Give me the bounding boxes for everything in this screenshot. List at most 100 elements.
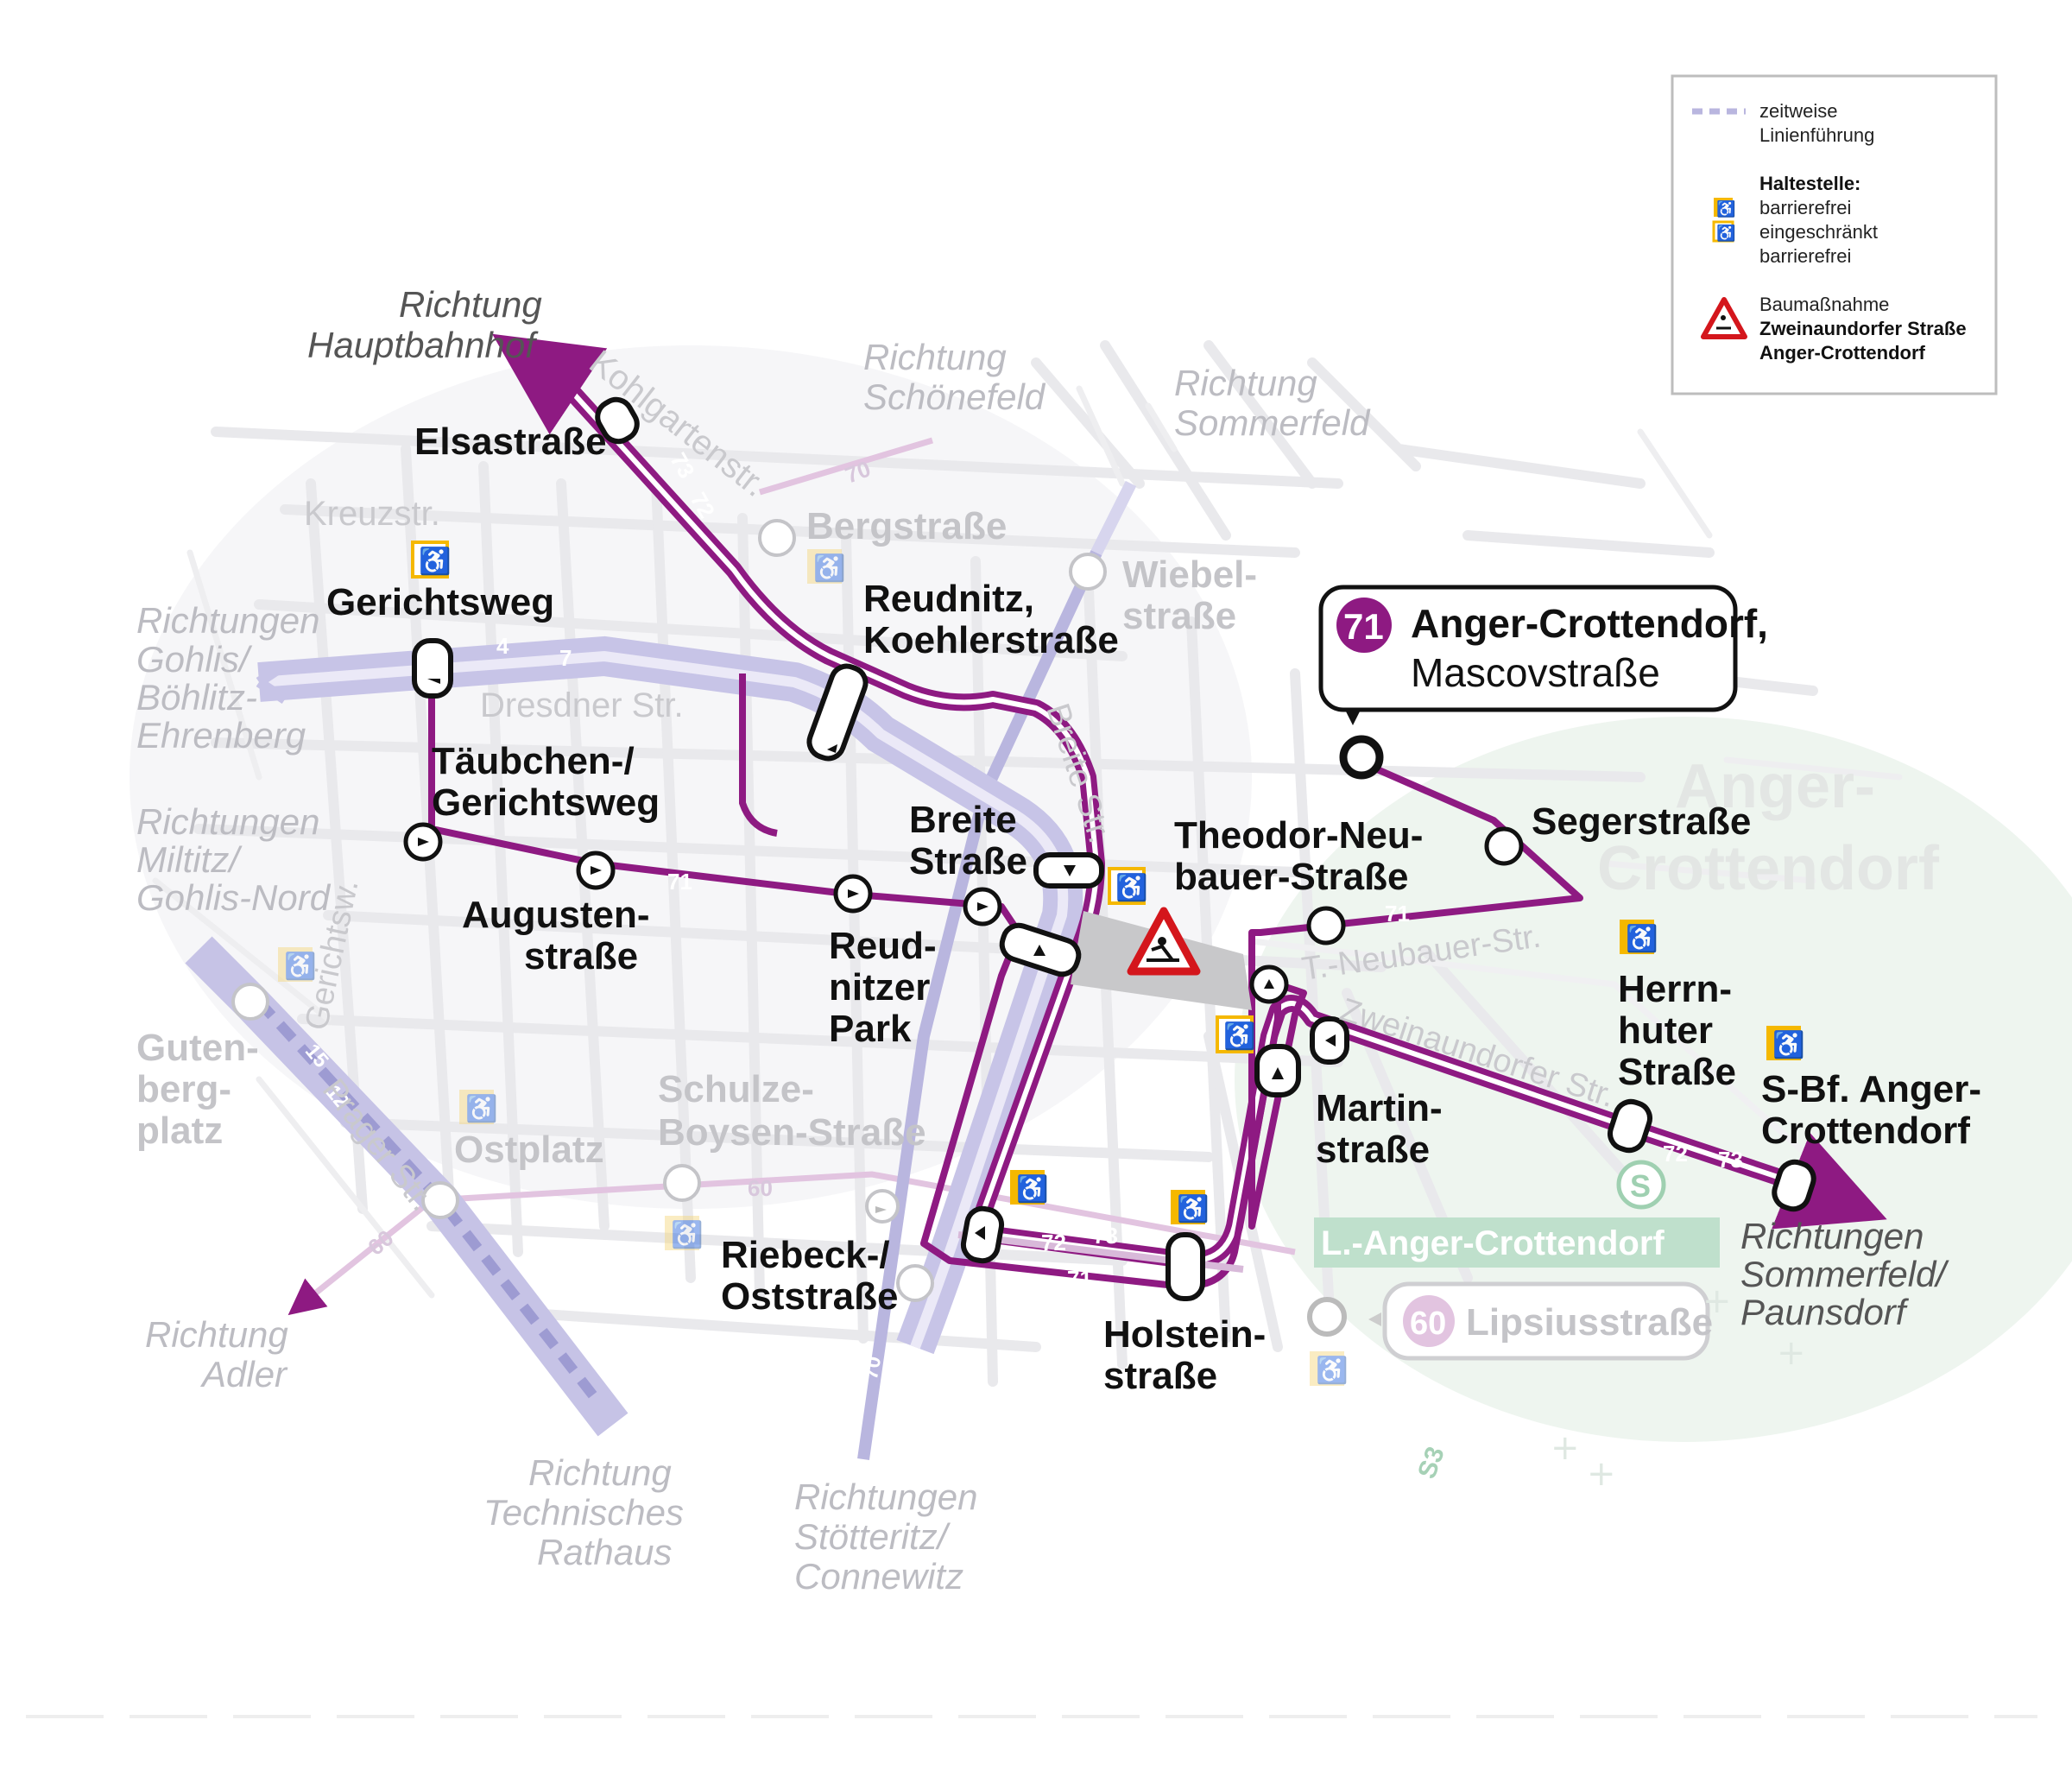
svg-text:60: 60 bbox=[748, 1175, 773, 1201]
svg-text:♿: ♿ bbox=[1177, 1193, 1209, 1224]
svg-text:73: 73 bbox=[1093, 1223, 1118, 1249]
stop-marker-wiebelstrasse bbox=[1069, 553, 1107, 591]
station-sign: L.-Anger-Crottendorf bbox=[1314, 1217, 1720, 1268]
svg-text:Guten-: Guten- bbox=[136, 1027, 259, 1069]
svg-text:Sommerfeld/: Sommerfeld/ bbox=[1740, 1254, 1949, 1294]
wheelchair-limited-icon: ♿ bbox=[1108, 867, 1147, 905]
svg-text:♿: ♿ bbox=[671, 1219, 703, 1249]
stop-marker-sbf[interactable] bbox=[1771, 1158, 1818, 1213]
svg-text:Crottendorf: Crottendorf bbox=[1761, 1110, 1970, 1152]
wheelchair-accessible-icon: ♿ bbox=[1010, 1170, 1048, 1205]
wheelchair-faded-icon: ♿ bbox=[807, 549, 845, 584]
direction-arrows bbox=[418, 679, 1336, 1240]
svg-text:Schönefeld: Schönefeld bbox=[863, 376, 1046, 417]
svg-text:Gohlis-Nord: Gohlis-Nord bbox=[136, 877, 332, 918]
stop-martinstrasse: Martin- bbox=[1316, 1087, 1443, 1129]
svg-text:straße: straße bbox=[1316, 1129, 1430, 1171]
faded-stop-labels: Bergstraße Wiebel- straße Guten- berg- p… bbox=[136, 505, 1257, 1171]
svg-text:Technisches: Technisches bbox=[483, 1492, 684, 1533]
svg-text:♿: ♿ bbox=[465, 1093, 497, 1123]
svg-text:barrierefrei: barrierefrei bbox=[1759, 197, 1851, 218]
legend-construction-icon bbox=[1701, 297, 1747, 339]
stop-labels: Elsastraße Gerichtsweg Täubchen-/ Gerich… bbox=[326, 421, 1981, 1397]
svg-text:L.-Anger-Crottendorf: L.-Anger-Crottendorf bbox=[1321, 1224, 1665, 1262]
other-lines bbox=[287, 437, 1841, 1460]
stop-marker-theodor[interactable] bbox=[1306, 906, 1346, 945]
wheelchair-faded-icon: ♿ bbox=[665, 1216, 703, 1250]
svg-text:71: 71 bbox=[1343, 606, 1384, 647]
svg-text:+: + bbox=[1702, 1281, 1732, 1321]
stop-marker-bergstrasse bbox=[758, 519, 796, 557]
svg-text:Richtung: Richtung bbox=[399, 284, 542, 325]
svg-text:Connewitz: Connewitz bbox=[794, 1556, 963, 1597]
svg-text:Richtung: Richtung bbox=[863, 337, 1007, 377]
stop-riebeck-oststrasse: Riebeck-/ bbox=[721, 1234, 890, 1276]
svg-text:♿: ♿ bbox=[419, 546, 451, 576]
wheelchair-limited-icon: ♿ bbox=[1216, 1015, 1255, 1053]
svg-text:Richtung: Richtung bbox=[1174, 363, 1317, 403]
stop-marker-holsteinstrasse[interactable] bbox=[1166, 1232, 1205, 1301]
district-label: Crottendorf bbox=[1597, 834, 1940, 903]
stop-gerichtsweg: Gerichtsweg bbox=[326, 581, 554, 623]
svg-text:♿: ♿ bbox=[1115, 872, 1147, 902]
svg-text:Richtungen: Richtungen bbox=[136, 801, 319, 842]
svg-text:zeitweise: zeitweise bbox=[1759, 100, 1837, 122]
wheelchair-faded-icon: ♿ bbox=[1310, 1351, 1348, 1386]
stop-marker-elsastrasse[interactable] bbox=[592, 394, 643, 447]
cemetery-crosses: + + + + bbox=[1551, 1281, 1806, 1494]
svg-text:♿: ♿ bbox=[1716, 199, 1735, 218]
stop-marker-schulze-boysen bbox=[663, 1164, 701, 1202]
svg-text:Baumaßnahme: Baumaßnahme bbox=[1759, 294, 1889, 315]
svg-text:71: 71 bbox=[667, 869, 692, 895]
svg-text:nitzer: nitzer bbox=[829, 966, 930, 1009]
svg-text:Ehrenberg: Ehrenberg bbox=[136, 715, 306, 756]
stop-marker-gerichtsweg[interactable] bbox=[412, 638, 453, 699]
svg-text:Schulze-: Schulze- bbox=[658, 1068, 814, 1110]
stop-herrnhuter: Herrn- bbox=[1618, 968, 1732, 1010]
legend: zeitweise Linienführung Haltestelle: ♿ b… bbox=[1671, 74, 1998, 395]
stop-taeubchenweg: Täubchen-/ bbox=[432, 740, 635, 782]
stop-marker-koehlerstrasse[interactable] bbox=[805, 661, 869, 762]
svg-text:Mascovstraße: Mascovstraße bbox=[1411, 650, 1660, 695]
svg-text:eingeschränkt: eingeschränkt bbox=[1759, 221, 1878, 243]
svg-text:Richtung: Richtung bbox=[145, 1314, 288, 1355]
svg-text:berg-: berg- bbox=[136, 1068, 231, 1110]
svg-text:Linienführung: Linienführung bbox=[1759, 124, 1874, 146]
svg-text:S3: S3 bbox=[1412, 1443, 1450, 1483]
destination-callout: 71 Anger-Crottendorf, Mascovstraße bbox=[1318, 585, 1768, 725]
stop-elsastrasse: Elsastraße bbox=[414, 421, 607, 463]
svg-text:♿: ♿ bbox=[1626, 923, 1658, 953]
svg-text:Kreuzstr.: Kreuzstr. bbox=[304, 495, 440, 533]
svg-text:71: 71 bbox=[1067, 1266, 1092, 1292]
svg-text:bauer-Straße: bauer-Straße bbox=[1174, 856, 1408, 898]
stop-marker-gutenbergplatz bbox=[231, 983, 269, 1021]
svg-text:Adler: Adler bbox=[199, 1354, 288, 1394]
wheelchair-accessible-icon: ♿ bbox=[1171, 1190, 1209, 1224]
wheelchair-limited-icon: ♿ bbox=[411, 541, 451, 579]
svg-text:Böhlitz-: Böhlitz- bbox=[136, 677, 257, 718]
svg-text:Anger-Crottendorf,: Anger-Crottendorf, bbox=[1411, 601, 1768, 646]
svg-text:Anger-Crottendorf: Anger-Crottendorf bbox=[1759, 342, 1926, 364]
direction-labels-dark: Richtung Hauptbahnhof Richtungen Sommerf… bbox=[307, 284, 1949, 1332]
svg-text:♿: ♿ bbox=[1716, 224, 1735, 242]
construction-sign-icon bbox=[1127, 907, 1201, 976]
svg-text:Paunsdorf: Paunsdorf bbox=[1740, 1292, 1910, 1332]
svg-text:Bergstraße: Bergstraße bbox=[806, 505, 1007, 547]
svg-text:73: 73 bbox=[1718, 1147, 1743, 1173]
stop-reudnitzer-park: Reud- bbox=[829, 925, 937, 967]
svg-text:Richtungen: Richtungen bbox=[136, 600, 319, 641]
stop-marker-segerstrasse[interactable] bbox=[1484, 826, 1524, 866]
svg-text:Miltitz/: Miltitz/ bbox=[136, 839, 243, 880]
stop-marker-mascovstrasse[interactable] bbox=[1339, 735, 1384, 780]
stop-holsteinstrasse: Holstein- bbox=[1103, 1313, 1266, 1356]
svg-text:Stötteritz/: Stötteritz/ bbox=[794, 1516, 951, 1557]
svg-text:Haltestelle:: Haltestelle: bbox=[1759, 173, 1860, 194]
stop-marker-herrnhuter[interactable] bbox=[1606, 1097, 1653, 1154]
svg-text:platz: platz bbox=[136, 1110, 223, 1152]
svg-text:4: 4 bbox=[875, 1391, 900, 1407]
svg-text:Lipsiusstraße: Lipsiusstraße bbox=[1466, 1301, 1713, 1344]
svg-text:Straße: Straße bbox=[1618, 1051, 1736, 1093]
svg-text:+: + bbox=[1587, 1454, 1616, 1494]
svg-text:Koehlerstraße: Koehlerstraße bbox=[863, 619, 1119, 661]
